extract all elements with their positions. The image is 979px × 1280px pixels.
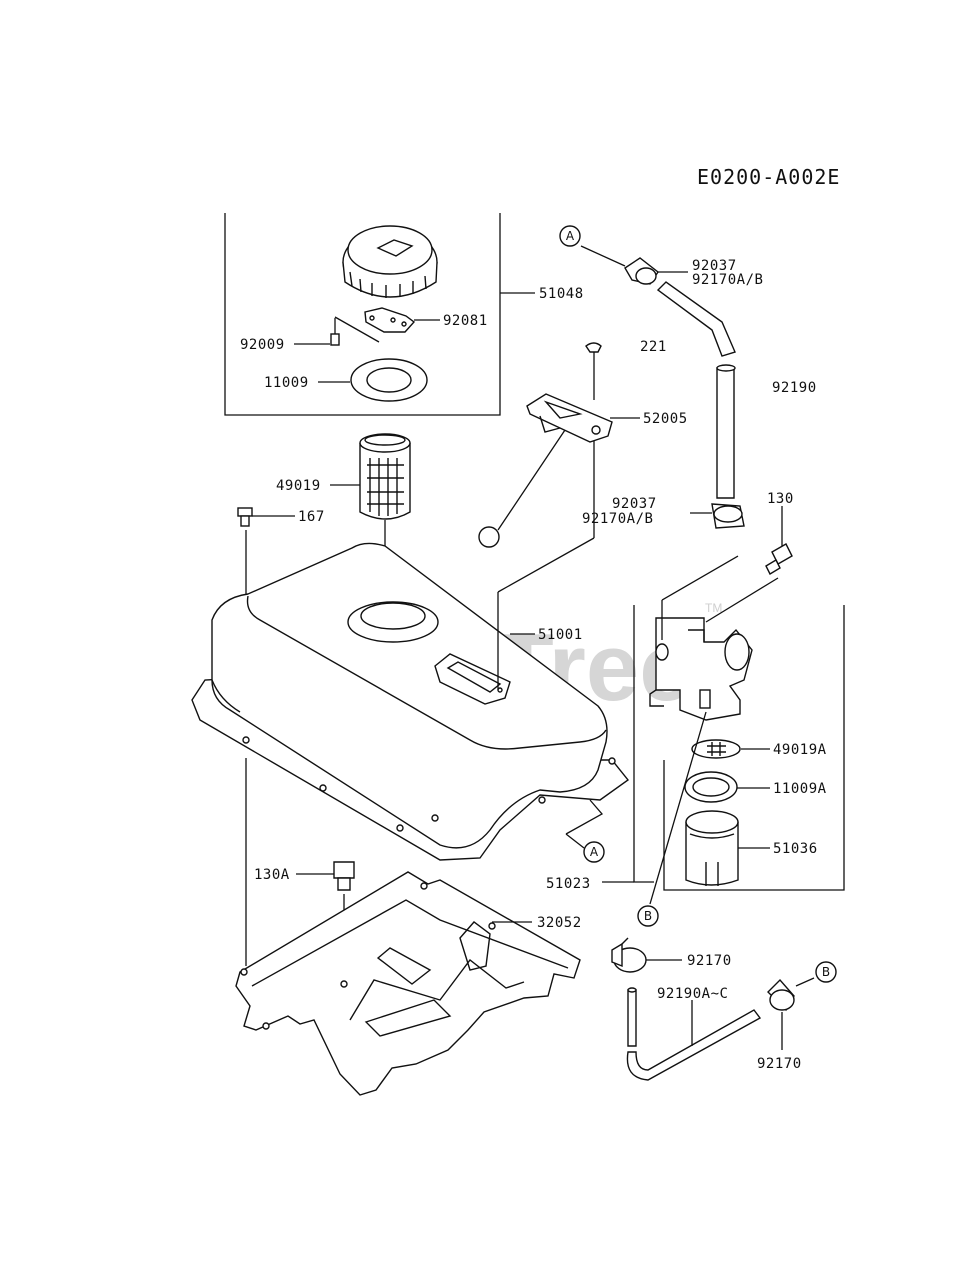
hose-92190A-C[interactable] — [626, 987, 762, 1081]
label-92190[interactable]: 92190 — [772, 380, 817, 396]
label-51023[interactable]: 51023 — [546, 876, 591, 892]
label-92037-mid[interactable]: 92037 — [612, 496, 657, 512]
fuel-cap[interactable] — [342, 225, 438, 298]
label-92190A-C[interactable]: 92190A~C — [657, 986, 728, 1002]
cock-o-ring[interactable] — [684, 771, 738, 803]
fuel-filter[interactable] — [359, 433, 411, 520]
label-51048[interactable]: 51048 — [539, 286, 584, 302]
tank-base[interactable] — [235, 871, 581, 1096]
upper-hose-clamp[interactable] — [624, 257, 659, 285]
fuel-tank[interactable] — [191, 542, 630, 861]
label-32052[interactable]: 32052 — [537, 915, 582, 931]
lower-hose-clamp[interactable] — [711, 503, 745, 529]
fuel-cap-group-box — [224, 213, 535, 416]
callout-A-top: A — [559, 225, 581, 247]
svg-text:B: B — [822, 965, 830, 979]
label-92170AB-top[interactable]: 92170A/B — [692, 272, 763, 288]
label-11009A[interactable]: 11009A — [773, 781, 827, 797]
label-49019[interactable]: 49019 — [276, 478, 321, 494]
label-92170-b[interactable]: 92170 — [757, 1056, 802, 1072]
label-130[interactable]: 130 — [767, 491, 794, 507]
label-52005[interactable]: 52005 — [643, 411, 688, 427]
callout-B-clamp: B — [815, 961, 837, 983]
label-221[interactable]: 221 — [640, 339, 667, 355]
label-51001[interactable]: 51001 — [538, 627, 583, 643]
gauge-screw[interactable] — [585, 342, 602, 400]
fuel-gauge[interactable] — [478, 393, 613, 548]
label-92009[interactable]: 92009 — [240, 337, 285, 353]
fuel-hose[interactable] — [656, 281, 736, 499]
label-51036[interactable]: 51036 — [773, 841, 818, 857]
cap-gasket[interactable] — [364, 307, 416, 333]
label-167[interactable]: 167 — [298, 509, 325, 525]
label-92037-top[interactable]: 92037 — [692, 258, 737, 274]
hose-clamp-92170-right[interactable] — [767, 978, 795, 1012]
bolt-130A[interactable] — [333, 861, 355, 891]
callout-A-tank: A — [583, 841, 605, 863]
svg-text:A: A — [566, 229, 575, 243]
cock-filter[interactable] — [691, 739, 741, 759]
callout-B-cock: B — [637, 905, 659, 927]
label-92170AB-mid[interactable]: 92170A/B — [582, 511, 653, 527]
fuel-cock[interactable] — [649, 617, 753, 721]
bolt-130[interactable] — [765, 543, 793, 575]
label-92170-a[interactable]: 92170 — [687, 953, 732, 969]
diagram-code: E0200-A002E — [697, 165, 840, 189]
label-49019A[interactable]: 49019A — [773, 742, 827, 758]
label-11009[interactable]: 11009 — [264, 375, 309, 391]
label-92081[interactable]: 92081 — [443, 313, 488, 329]
cap-screw[interactable] — [330, 318, 340, 346]
bolt-167[interactable] — [237, 507, 253, 527]
packing-ring[interactable] — [350, 358, 428, 402]
watermark-trademark: TM — [705, 601, 722, 615]
hose-clamp-92170-left[interactable] — [611, 937, 647, 973]
svg-text:A: A — [590, 845, 599, 859]
fuel-cup[interactable] — [685, 810, 739, 886]
svg-text:B: B — [644, 909, 652, 923]
label-130A[interactable]: 130A — [254, 867, 290, 883]
